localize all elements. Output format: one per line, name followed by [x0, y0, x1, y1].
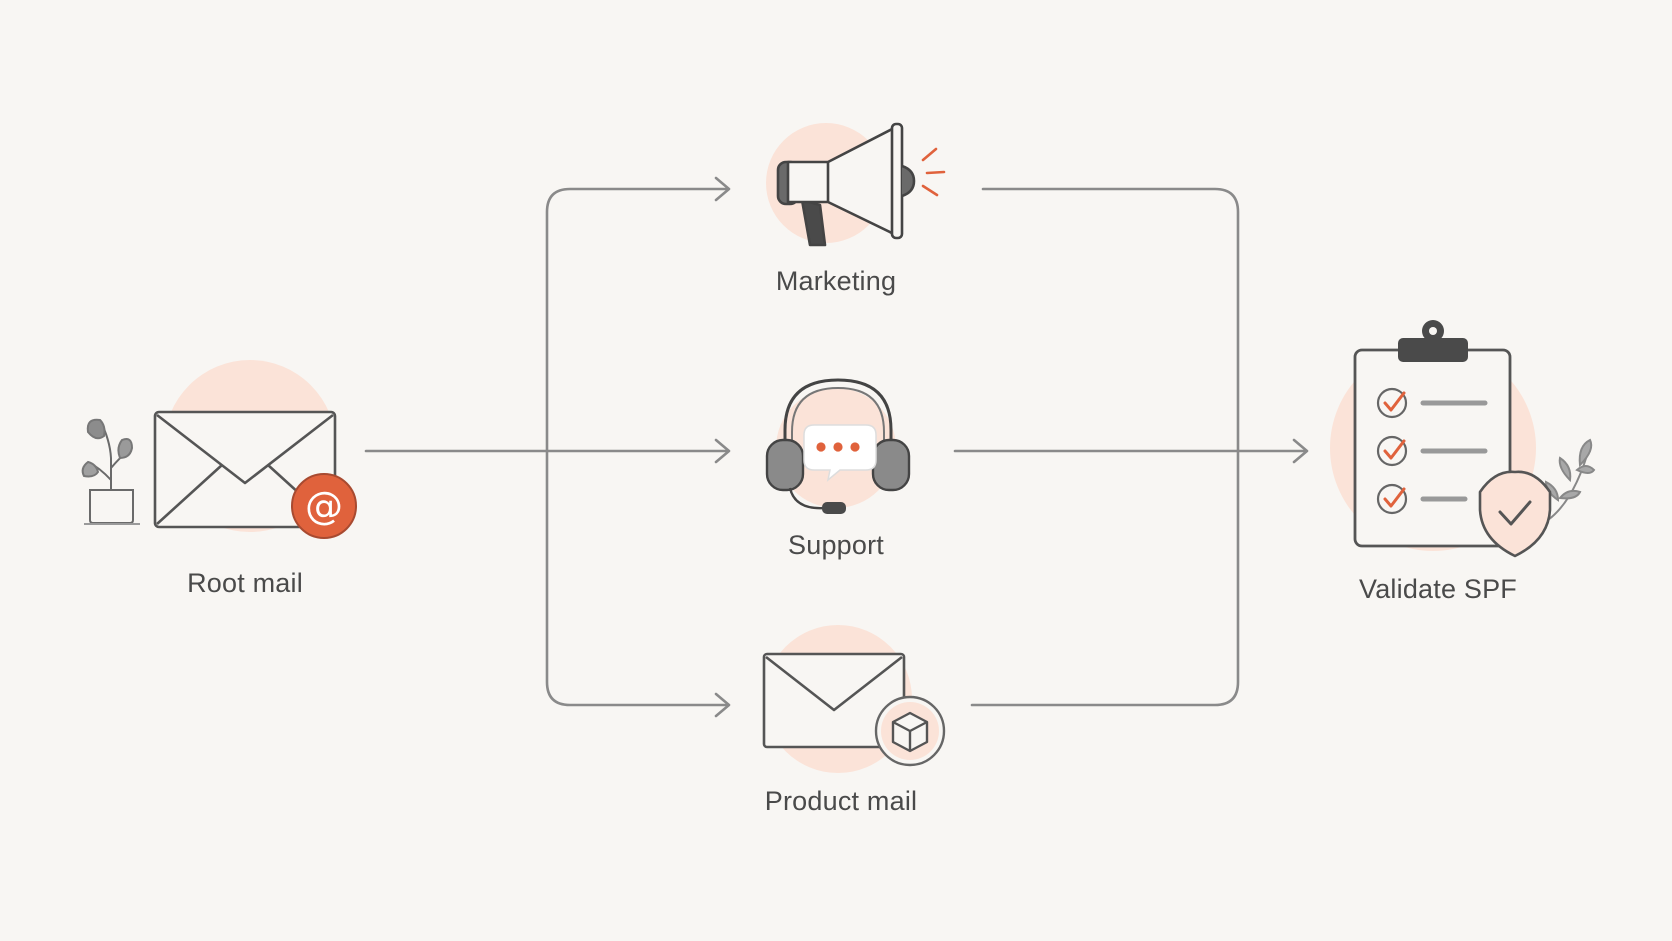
- node-validate-label: Validate SPF: [1359, 574, 1517, 604]
- arrowhead-validate-in: [1292, 438, 1309, 464]
- node-product-label: Product mail: [764, 786, 918, 816]
- node-support: [765, 378, 911, 514]
- node-validate: [1330, 320, 1596, 558]
- node-support-label: Support: [788, 530, 884, 560]
- node-root-label: Root mail: [187, 568, 303, 598]
- box-icon: [891, 711, 929, 753]
- node-marketing-label: Marketing: [775, 266, 897, 296]
- envelope-box-icon: [762, 652, 946, 767]
- shield-check-icon: [1478, 470, 1552, 558]
- megaphone-icon: [776, 122, 916, 247]
- clipboard-checklist-shield-icon: [1353, 320, 1552, 558]
- svg-text:@: @: [305, 484, 343, 528]
- node-product: [762, 625, 946, 773]
- edge-root-product: [545, 449, 730, 707]
- node-root: @: [81, 360, 357, 539]
- edge-product-validate: [970, 449, 1240, 707]
- headset-chat-icon: [765, 378, 911, 514]
- connectors: [364, 176, 1309, 718]
- arrowhead-product-in: [714, 692, 731, 718]
- sound-lines-icon: [921, 147, 946, 197]
- node-marketing: [766, 122, 946, 247]
- arrowhead-support-in: [714, 438, 731, 464]
- plant-icon: [81, 418, 140, 525]
- arrowhead-marketing-in: [714, 176, 731, 202]
- edge-root-marketing: [545, 187, 730, 453]
- edge-marketing-validate: [981, 187, 1240, 453]
- checklist: [1376, 387, 1488, 515]
- envelope-at-icon: @: [153, 410, 357, 539]
- leaf-sprig-icon: [1544, 438, 1596, 521]
